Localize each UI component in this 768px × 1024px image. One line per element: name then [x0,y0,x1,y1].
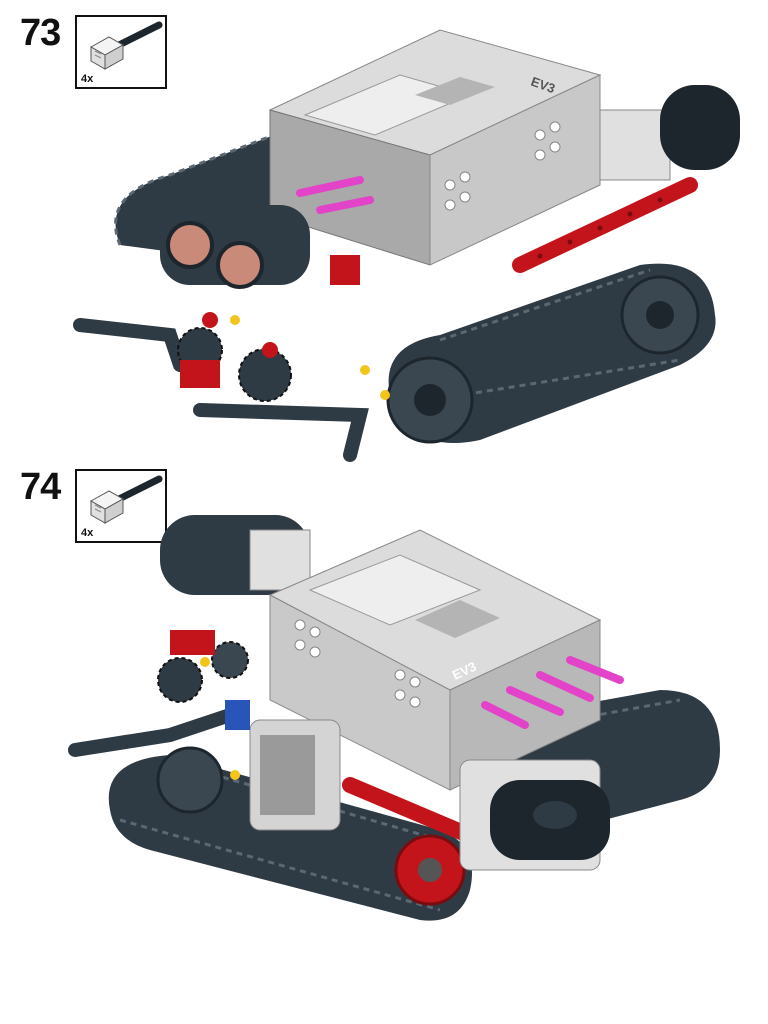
magenta-cables [296,176,374,214]
parts-callout: 4x [75,15,167,89]
medium-motor [599,85,740,181]
ev3-brick: EV3 [268,29,602,266]
color-sensor [459,759,610,871]
step-number: 74 [20,466,61,508]
parts-callout: 4x [75,469,167,543]
robot-model-step-74: EV3 [68,515,720,921]
quantity-label: 4x [81,73,94,85]
ultrasonic-sensor [160,205,310,289]
ev3-cable-icon [89,21,163,70]
large-motor [160,515,311,595]
gripper-assembly [68,630,250,780]
ev3-cable-icon [89,475,163,524]
step-number: 73 [20,12,61,54]
right-track [386,263,716,444]
quantity-label: 4x [81,527,94,539]
red-beam [342,777,488,848]
left-track [108,746,472,921]
red-beam [512,177,698,273]
magenta-cables [481,656,624,729]
gripper-assembly [73,255,390,462]
medium-motor [249,719,341,831]
robot-model-step-73: EV3 [73,29,740,462]
ev3-brick: EV3 [268,529,602,791]
